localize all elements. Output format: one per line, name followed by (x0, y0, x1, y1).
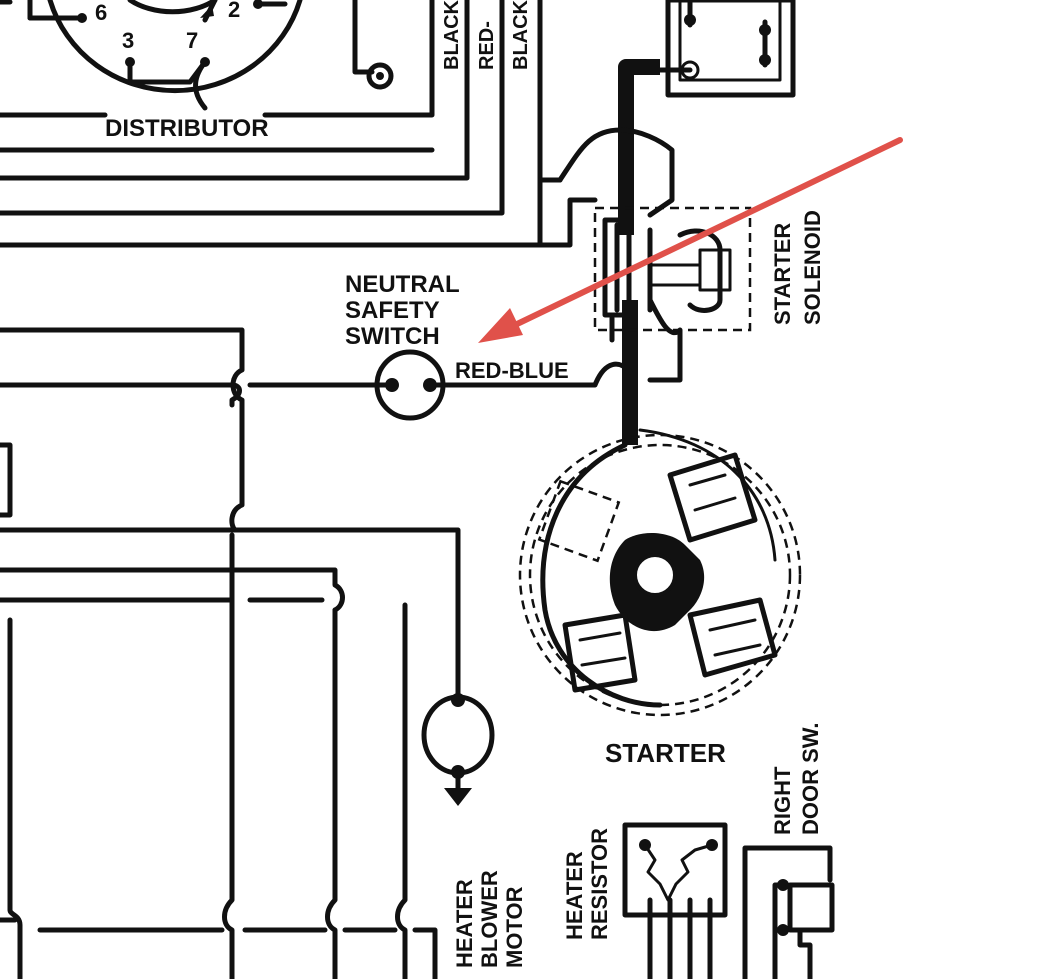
wire-label-black-2: BLACK (510, 0, 532, 70)
nss-label-2: SAFETY (345, 297, 440, 324)
dist-num-3: 3 (122, 28, 134, 53)
door-sw-label-1: RIGHT (770, 766, 795, 835)
starter-field-coil-bottom (562, 612, 638, 693)
nss-label-1: NEUTRAL (345, 271, 460, 298)
resistor-label-1: HEATER (562, 851, 587, 940)
blower-label-3: MOTOR (502, 886, 527, 968)
starter-label: STARTER (605, 738, 726, 768)
resistor-label-2: RESISTOR (587, 828, 612, 940)
blower-label-2: BLOWER (477, 870, 502, 968)
starter-solenoid-label-1: STARTER (770, 223, 795, 325)
dist-num-6: 6 (95, 0, 107, 25)
starter-solenoid-label-2: SOLENOID (800, 210, 825, 325)
starter-field-coil-top (667, 452, 758, 543)
heater-resistor: HEATER RESISTOR (562, 822, 728, 979)
dist-num-2: 2 (228, 0, 240, 22)
door-sw-label-2: DOOR SW. (798, 723, 823, 835)
distributor-label: DISTRIBUTOR (105, 115, 269, 142)
wire-label-red: RED- (476, 21, 498, 70)
wire-label-black-1: BLACK (441, 0, 463, 70)
distributor: 6 2 3 7 DISTRIBUTOR (0, 0, 303, 142)
harness-wires (0, 0, 598, 248)
annotation-arrow (478, 137, 903, 343)
heater-blower-motor: HEATER BLOWER MOTOR (421, 693, 527, 968)
nss-label-3: SWITCH (345, 323, 440, 350)
dist-num-7: 7 (186, 28, 198, 53)
wire-color-labels: BLACK RED- BLACK (441, 0, 532, 70)
ground-terminal (352, 0, 394, 90)
right-door-switch: RIGHT DOOR SW. (742, 723, 835, 979)
neutral-safety-switch: NEUTRAL SAFETY SWITCH RED-BLUE (0, 271, 633, 421)
blower-label-1: HEATER (452, 879, 477, 968)
starter-motor: STARTER (518, 428, 802, 768)
left-wiring (0, 327, 461, 979)
red-blue-label: RED-BLUE (455, 358, 569, 383)
starter-field-coil-right (687, 597, 778, 678)
relay-block (647, 0, 796, 98)
